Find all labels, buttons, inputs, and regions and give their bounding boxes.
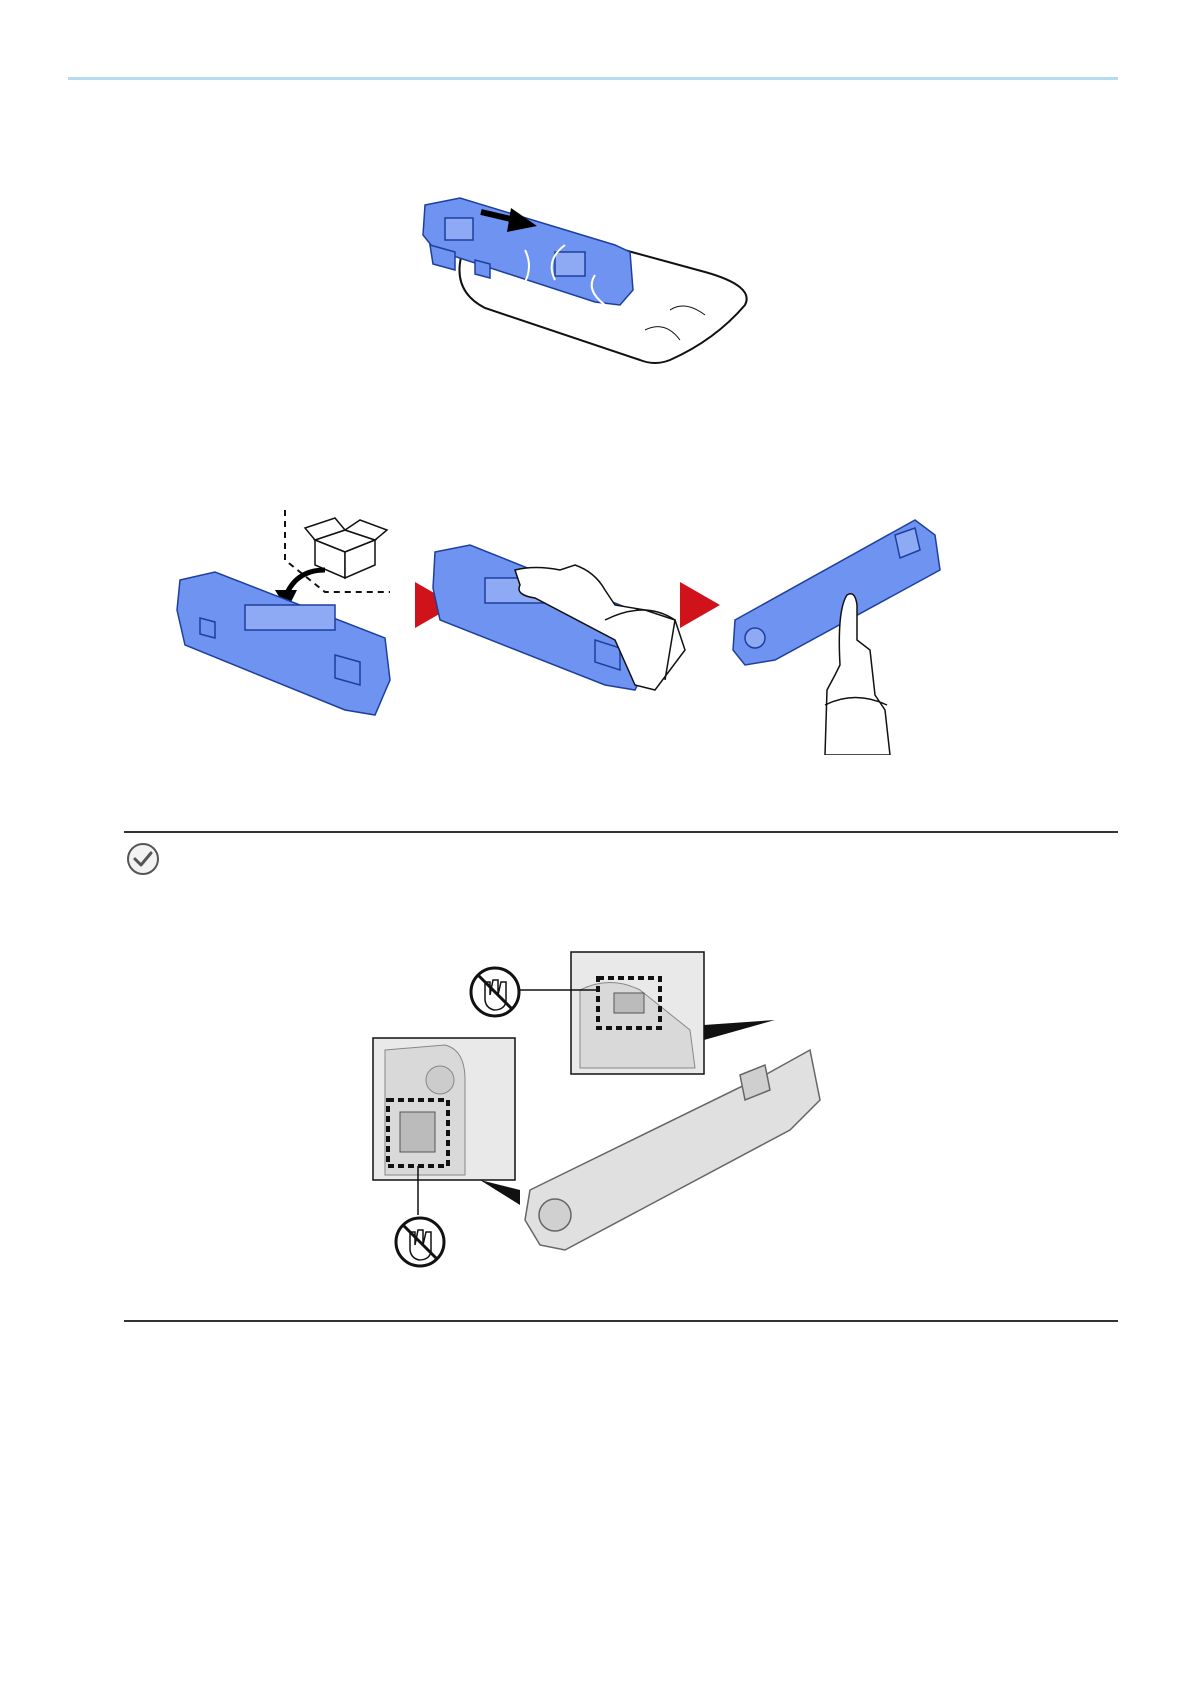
- header-rule: [68, 77, 1118, 80]
- toner-unboxed-illustration: [177, 510, 390, 715]
- check-circle-icon: [126, 842, 160, 876]
- do-not-touch-hand-icon: [471, 968, 519, 1016]
- check-note-bottom-rule: [124, 1320, 1118, 1322]
- toner-shake-vertical-illustration: [733, 520, 940, 755]
- do-not-touch-hand-icon: [396, 1218, 444, 1266]
- toner-shake-horizontal-illustration: [433, 545, 685, 690]
- check-note-top-rule: [124, 831, 1118, 833]
- toner-in-bag-illustration: [415, 190, 760, 370]
- red-triangle-arrow-icon: [680, 582, 720, 628]
- toner-shake-sequence: [175, 510, 970, 755]
- do-not-touch-illustration: [370, 950, 835, 1280]
